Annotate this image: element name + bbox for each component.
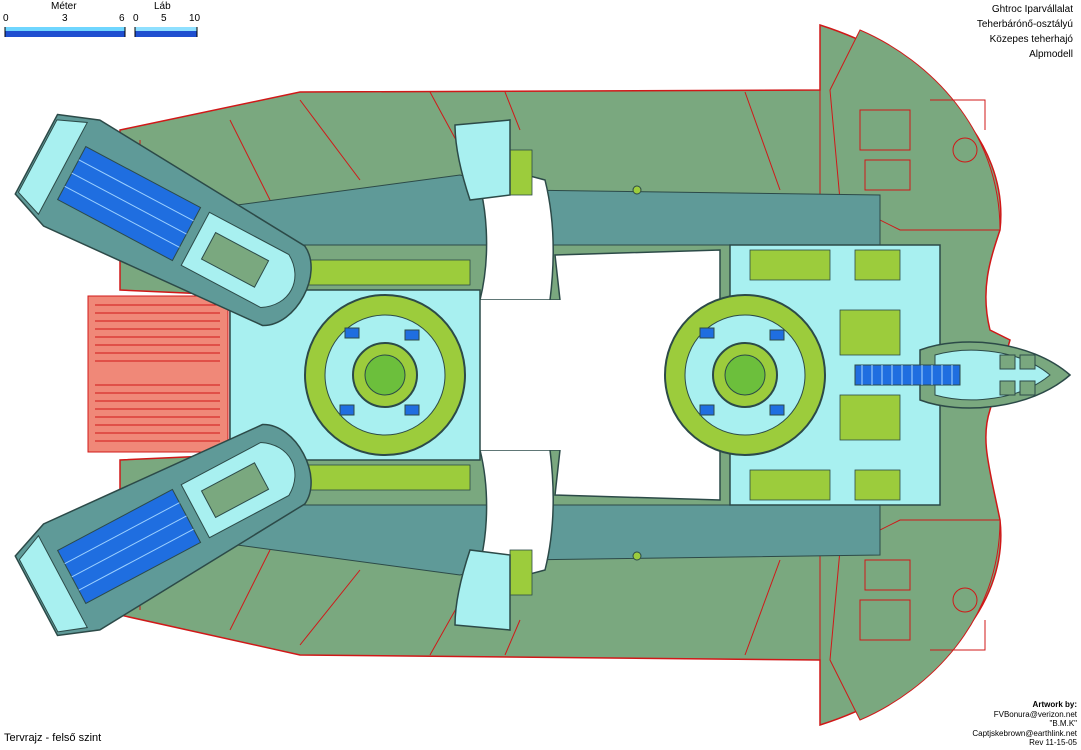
- credits-heading: Artwork by:: [1032, 700, 1077, 709]
- foot-scale-tick-0: 0: [133, 13, 139, 24]
- credits-revision: Rev 11-15-05: [1029, 738, 1077, 747]
- upper-engine-nacelle: [829, 29, 1001, 231]
- access-corridor: [854, 364, 961, 386]
- upper-hold-airlock: [454, 119, 511, 201]
- ship-class: Teherbárónő-osztályú: [976, 19, 1073, 30]
- forward-reactor: [664, 294, 826, 456]
- artist-credits: Artwork by: FVBonura@verizon.net "B.M.K"…: [972, 700, 1077, 748]
- lower-engine-nacelle: [829, 519, 1001, 721]
- ship-type: Közepes teherhajó: [989, 34, 1073, 45]
- lower-hold-airlock: [454, 549, 511, 631]
- meter-scale-tick-3: 3: [62, 13, 68, 24]
- upper-left-pod: [14, 113, 312, 327]
- ship-model: Alpmodell: [1029, 49, 1073, 60]
- title-block: Ghtroc Iparvállalat Teherbárónő-osztályú…: [977, 2, 1073, 62]
- foot-scale-tick-5: 5: [161, 13, 167, 24]
- lower-left-pod: [14, 423, 312, 637]
- cargo-racks: [299, 149, 901, 596]
- upper-hatch-marker: [632, 185, 642, 195]
- cockpit: [919, 341, 1072, 409]
- credits-email-2: Captjskebrown@earthlink.net: [972, 728, 1077, 738]
- credits-email-1: FVBonura@verizon.net: [993, 709, 1077, 719]
- meter-scale-label: Méter: [51, 1, 77, 12]
- meter-scale-bar: [4, 27, 126, 37]
- foot-scale-label: Láb: [154, 1, 171, 12]
- aft-reactor: [304, 294, 466, 456]
- credits-alias: "B.M.K": [1049, 719, 1077, 728]
- meter-scale-tick-6: 6: [119, 13, 125, 24]
- manufacturer-name: Ghtroc Iparvállalat: [991, 4, 1073, 15]
- drawing-caption: Tervrajz - felső szint: [4, 732, 102, 744]
- foot-scale-bar: [134, 27, 198, 37]
- foot-scale-tick-10: 10: [189, 13, 201, 24]
- lower-hatch-marker: [632, 551, 642, 561]
- meter-scale-tick-0: 0: [3, 13, 9, 24]
- rear-grating: [87, 295, 229, 453]
